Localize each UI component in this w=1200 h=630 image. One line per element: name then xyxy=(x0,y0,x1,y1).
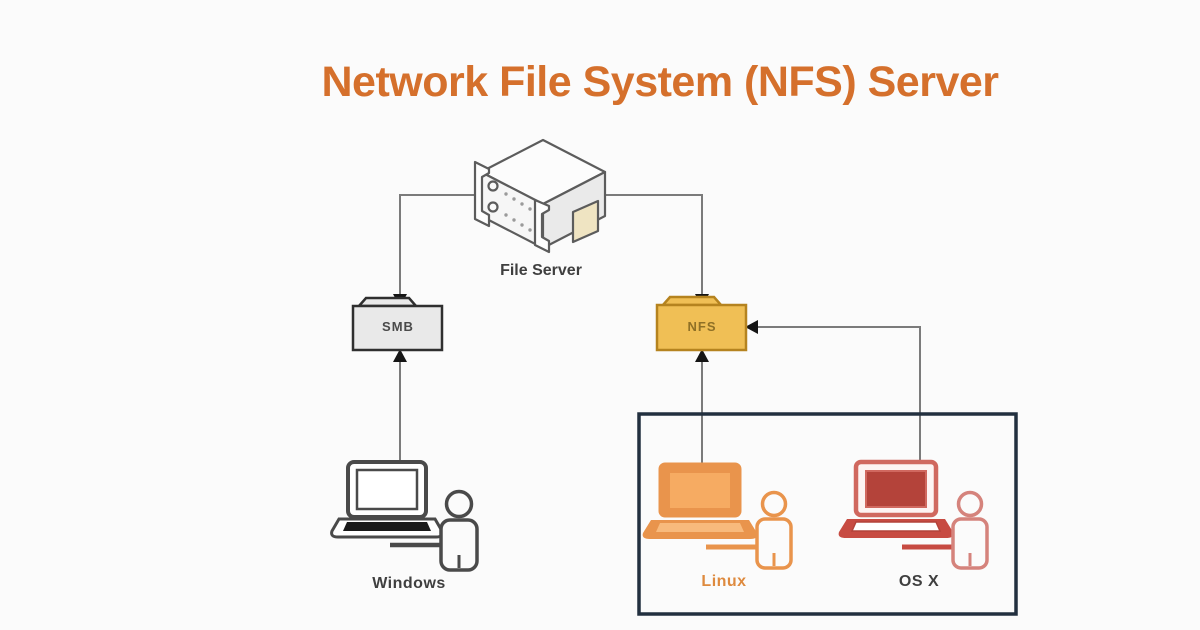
linux-client-icon xyxy=(642,462,793,570)
arrow-into-nfs-right xyxy=(745,320,758,334)
smb-folder-body xyxy=(351,304,444,352)
osx-label: OS X xyxy=(898,573,940,590)
smb-folder-label: SMB xyxy=(382,319,414,334)
linux-person-head xyxy=(760,490,788,518)
page-title: Network File System (NFS) Server xyxy=(321,58,999,106)
nfs-folder-label: NFS xyxy=(687,319,717,334)
windows-label: Windows xyxy=(372,575,446,592)
windows-person-head xyxy=(444,489,474,519)
server-left-bracket xyxy=(473,160,491,228)
osx-client-icon xyxy=(838,459,989,570)
server-mid-bracket xyxy=(533,198,551,254)
osx-to-nfs-line xyxy=(750,326,921,462)
server-vent-dots xyxy=(504,192,532,232)
linux-keyboard xyxy=(656,523,744,532)
osx-keyboard xyxy=(850,521,942,532)
windows-keyboard xyxy=(343,522,431,531)
server-button xyxy=(487,180,499,192)
windows-laptop-display xyxy=(355,468,419,511)
server-card xyxy=(571,199,600,244)
linux-person-body xyxy=(755,517,793,570)
linux-label: Linux xyxy=(701,573,747,590)
osx-person-head xyxy=(956,490,984,518)
nfs-folder-body xyxy=(655,303,748,352)
osx-person-body xyxy=(951,517,989,570)
smb-folder xyxy=(351,296,444,352)
file-server-icon xyxy=(473,138,607,254)
nfs-folder xyxy=(655,295,748,352)
osx-laptop-display xyxy=(865,470,927,508)
arrow-into-nfs-bottom xyxy=(695,349,709,362)
linux-laptop-display xyxy=(670,473,730,508)
file-server-label: File Server xyxy=(500,262,582,279)
nfs-clients-box xyxy=(637,412,1018,616)
server-button xyxy=(487,201,499,213)
windows-person-body xyxy=(439,518,479,572)
windows-client-icon xyxy=(330,460,479,572)
arrow-into-smb-bottom xyxy=(393,349,407,362)
